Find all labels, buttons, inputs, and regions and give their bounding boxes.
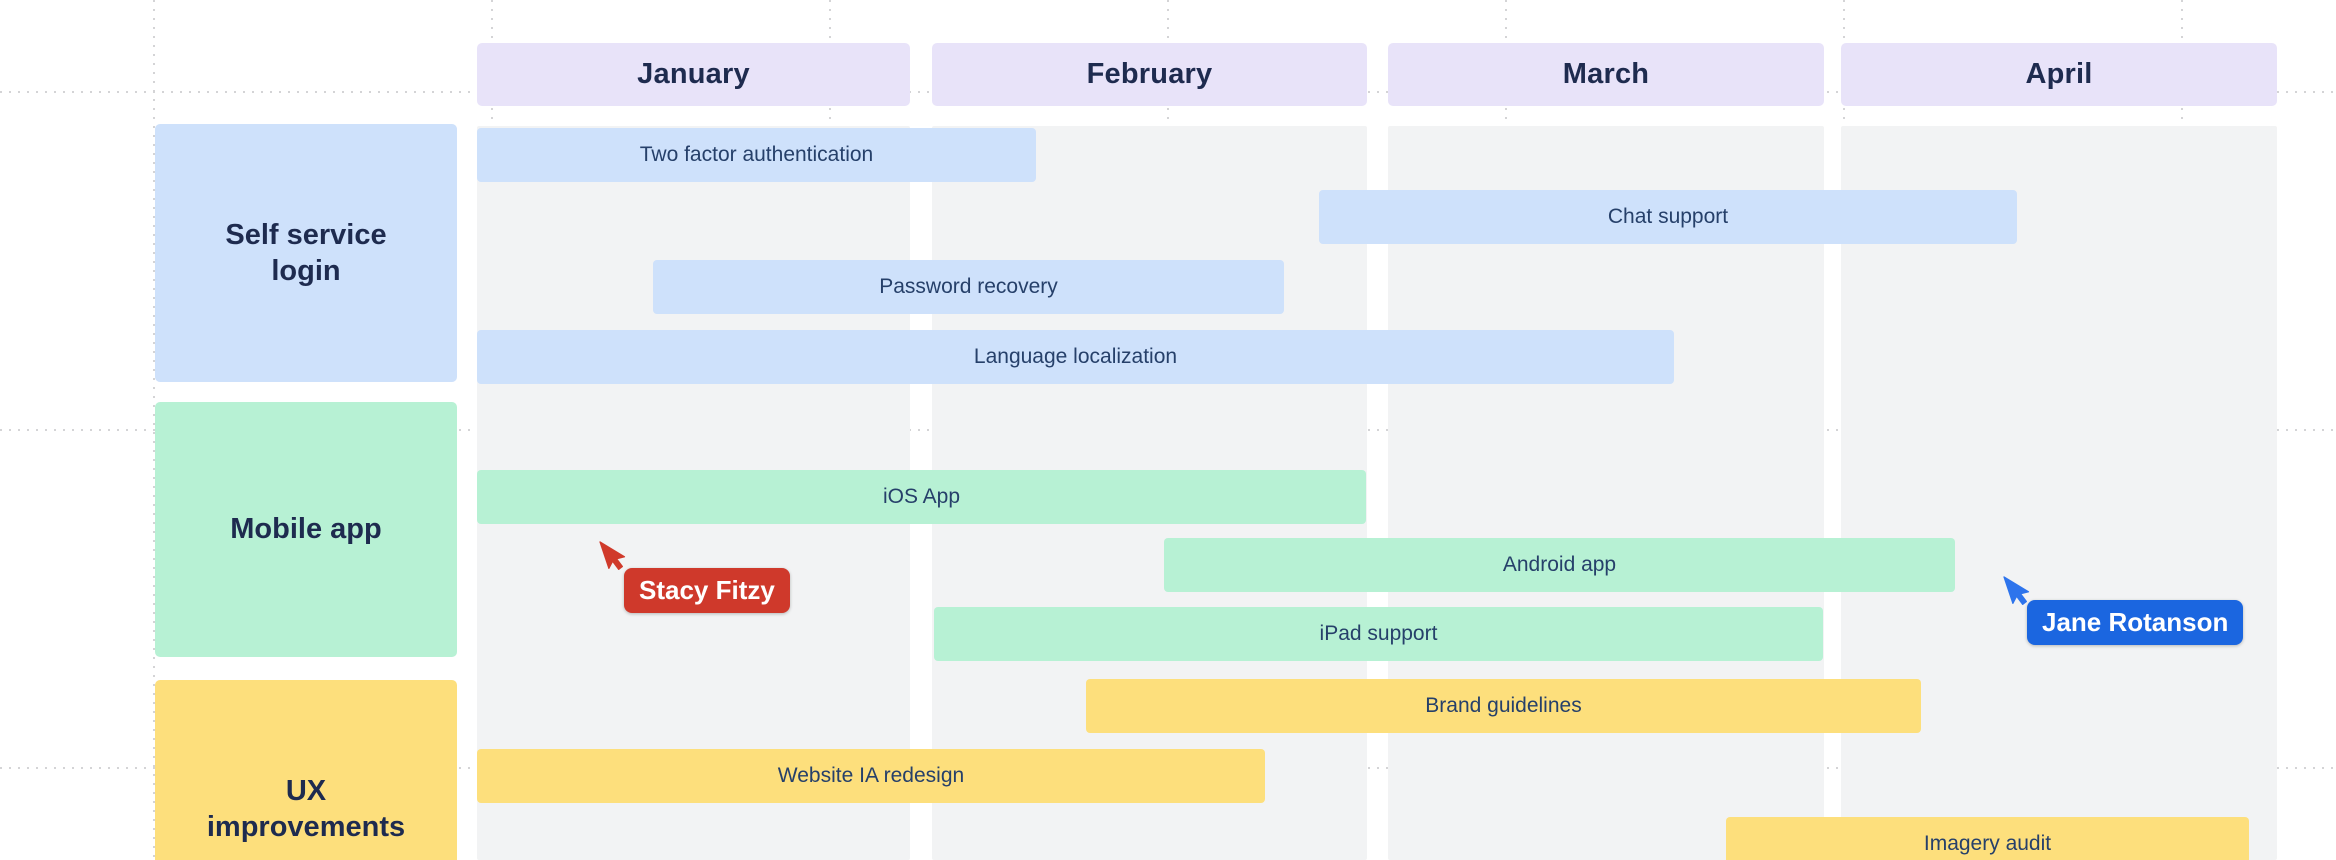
task-label: Imagery audit: [1923, 832, 2052, 855]
task-website-ia-redesign[interactable]: Website IA redesign: [477, 749, 1265, 803]
task-label: iPad support: [1319, 622, 1438, 645]
task-ios-app[interactable]: iOS App: [477, 470, 1366, 524]
user-cursor-stacy-fitzy: Stacy Fitzy: [599, 541, 790, 613]
task-label: Brand guidelines: [1425, 694, 1582, 717]
task-ipad-support[interactable]: iPad support: [934, 607, 1823, 661]
user-cursor-name-label: Jane Rotanson: [2027, 600, 2244, 645]
month-header-label: February: [1086, 58, 1213, 90]
task-label: Language localization: [973, 345, 1178, 368]
task-android-app[interactable]: Android app: [1164, 538, 1955, 592]
cursor-pointer-icon: [2003, 576, 2030, 605]
row-label-ux-improvements[interactable]: UX improvements: [155, 680, 457, 860]
row-label-text: Self service login: [225, 218, 387, 287]
cursor-pointer-icon: [599, 541, 626, 570]
task-label: Android app: [1502, 553, 1617, 576]
row-label-mobile-app[interactable]: Mobile app: [155, 402, 457, 657]
task-label: Website IA redesign: [777, 764, 965, 787]
row-label-text: UX improvements: [206, 774, 406, 843]
column-april: [1841, 126, 2277, 860]
task-language-localization[interactable]: Language localization: [477, 330, 1674, 384]
task-label: Two factor authentication: [639, 143, 874, 166]
user-cursor-jane-rotanson: Jane Rotanson: [2003, 576, 2244, 645]
task-label: Chat support: [1607, 205, 1729, 228]
task-chat-support[interactable]: Chat support: [1319, 190, 2017, 244]
user-cursor-name-label: Stacy Fitzy: [624, 568, 790, 613]
task-label: iOS App: [882, 485, 961, 508]
task-label: Password recovery: [879, 275, 1058, 298]
month-header-label: March: [1562, 58, 1650, 90]
task-imagery-audit[interactable]: Imagery audit: [1726, 817, 2249, 860]
month-header-february[interactable]: February: [932, 43, 1367, 106]
row-label-text: Mobile app: [230, 513, 382, 546]
month-header-label: January: [637, 58, 750, 90]
month-header-march[interactable]: March: [1388, 43, 1824, 106]
row-label-self-service-login[interactable]: Self service login: [155, 124, 457, 382]
month-header-april[interactable]: April: [1841, 43, 2277, 106]
month-header-label: April: [2025, 58, 2093, 90]
task-two-factor-authentication[interactable]: Two factor authentication: [477, 128, 1036, 182]
column-march: [1388, 126, 1824, 860]
task-brand-guidelines[interactable]: Brand guidelines: [1086, 679, 1921, 733]
month-header-january[interactable]: January: [477, 43, 910, 106]
task-password-recovery[interactable]: Password recovery: [653, 260, 1284, 314]
